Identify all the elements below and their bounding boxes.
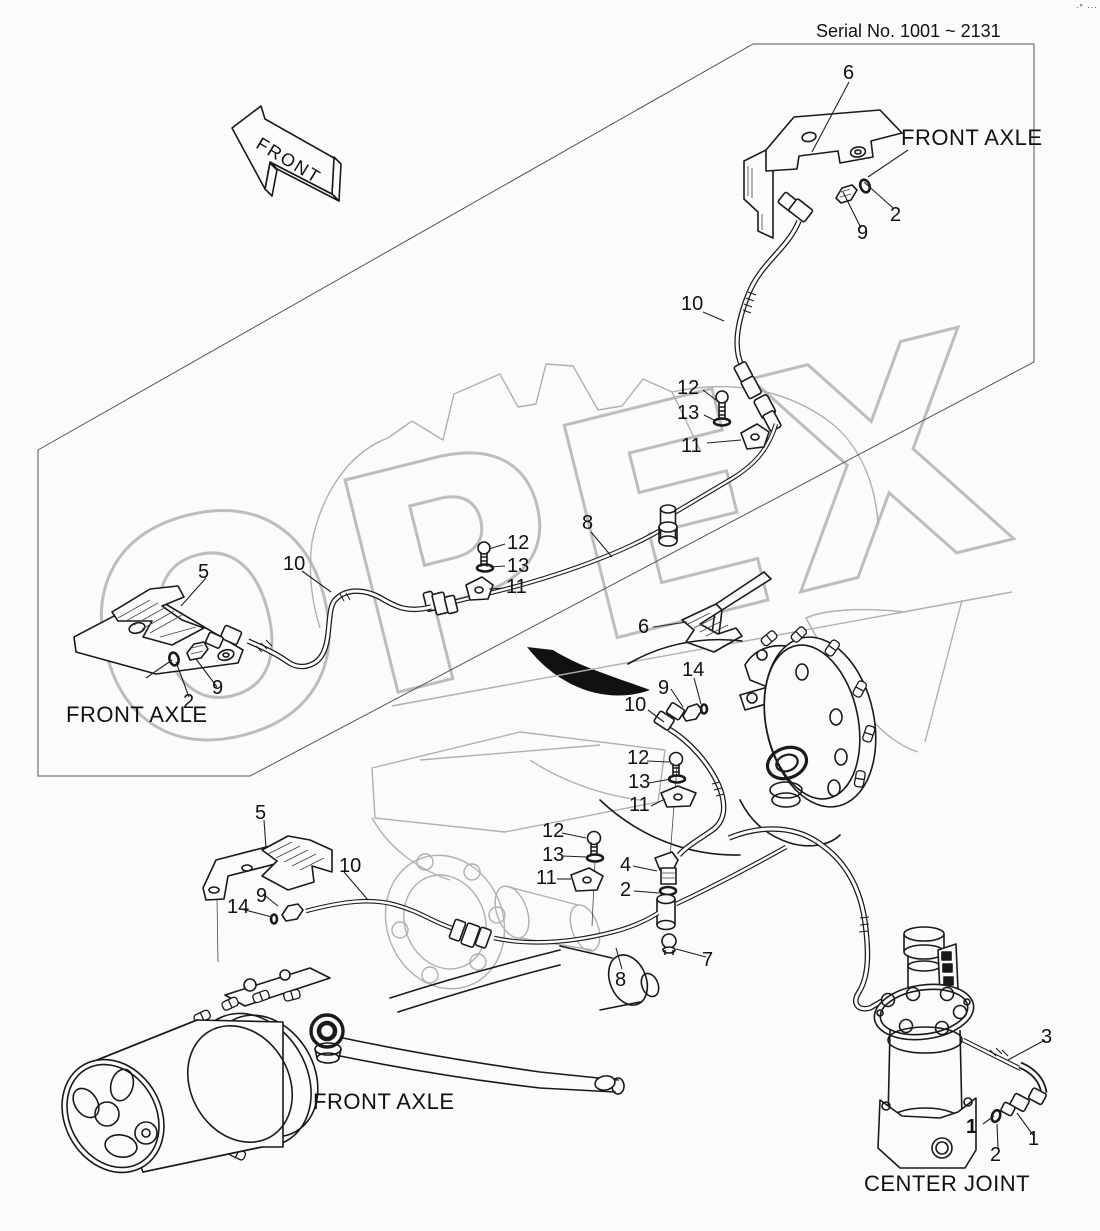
elbow-fitting-middle <box>653 702 686 731</box>
callout-3: 3 <box>1041 1026 1053 1048</box>
hose-10-middle <box>653 702 727 857</box>
tee-junction-lower <box>656 893 676 931</box>
callout-8-upper: 8 <box>582 512 594 534</box>
elbow-4-assembly <box>654 851 679 955</box>
fitting-1 <box>1000 1087 1047 1117</box>
clamp-set-axle-top <box>660 751 697 885</box>
pipe-3-assembly <box>961 1037 1048 1124</box>
clamp-set-midleft <box>465 541 495 601</box>
callout-13-midleft: 13 <box>507 555 530 577</box>
callout-2-middle: 2 <box>620 879 632 901</box>
callout-1: 1 <box>1028 1128 1040 1150</box>
callout-14-middle: 14 <box>682 659 705 681</box>
watermark-logo: OPEX <box>49 265 1044 833</box>
hose-10-top <box>733 178 872 432</box>
axle-knuckle-hub <box>599 626 877 856</box>
callout-4: 4 <box>620 854 632 876</box>
fitting-9-top <box>835 184 858 204</box>
serial-number-note: Serial No. 1001 ~ 2131 <box>816 21 1001 41</box>
bracket-5-bottom <box>202 835 333 963</box>
callout-10-left: 10 <box>283 553 306 575</box>
callout-10-middle: 10 <box>624 694 647 716</box>
callout-9-left: 9 <box>212 677 224 699</box>
callout-11-upper: 11 <box>681 435 702 457</box>
watermark-text: OPEX <box>51 266 1043 831</box>
label-front-axle-bottom: FRONT AXLE <box>313 1089 455 1114</box>
callout-13-upper: 13 <box>677 402 700 424</box>
callout-13-lower: 13 <box>542 844 565 866</box>
pipe-coupler-left <box>422 590 459 616</box>
callout-1-bold: 1 <box>966 1116 978 1138</box>
callout-8-lower: 8 <box>615 969 627 991</box>
oring-2-top <box>858 178 872 194</box>
callout-6-top: 6 <box>843 62 855 84</box>
center-joint-assembly <box>873 926 1048 1169</box>
elbow-fitting-left <box>205 624 243 649</box>
plug-7 <box>661 933 677 955</box>
callout-9-top: 9 <box>857 222 869 244</box>
tee-junction-upper <box>658 504 678 547</box>
front-axle-assembly <box>61 945 660 1174</box>
callout-2-top: 2 <box>890 204 902 226</box>
bracket-6-top <box>743 109 903 239</box>
callout-12-midleft: 12 <box>507 532 530 554</box>
callout-12-axle: 12 <box>627 747 650 769</box>
callout-2-left: 2 <box>183 691 195 713</box>
callout-10-top: 10 <box>681 293 704 315</box>
pipe-8-lower <box>269 844 788 949</box>
fitting-9-middle <box>682 703 703 722</box>
callout-12-upper: 12 <box>677 377 700 399</box>
callout-5-left: 5 <box>198 561 210 583</box>
clamp-set-lower-left <box>570 830 605 927</box>
callout-6-middle: 6 <box>638 616 650 638</box>
oring-2-left <box>168 651 180 667</box>
callout-11-midleft: 11 <box>506 576 527 598</box>
callout-14-bottom: 14 <box>227 896 250 918</box>
callout-10-bottom: 10 <box>339 855 362 877</box>
pipe-coupler-lower <box>448 918 492 949</box>
callout-9-bottom: 9 <box>256 885 268 907</box>
ghost-axle-housing <box>309 363 1013 990</box>
oring-14-middle <box>699 703 709 715</box>
page-corner-mark: ·° ··· <box>1076 3 1099 12</box>
elbow-fitting-top <box>777 191 814 223</box>
label-center-joint: CENTER JOINT <box>864 1171 1031 1196</box>
oring-14-bottom <box>269 913 279 925</box>
front-arrow: FRONT <box>231 105 342 202</box>
label-front-axle-left: FRONT AXLE <box>66 702 208 727</box>
clamp-set-upper <box>712 390 770 450</box>
callout-11-axle: 11 <box>629 794 650 816</box>
callout-7: 7 <box>702 949 714 971</box>
leader-lines <box>145 81 1046 1149</box>
callout-12-lower: 12 <box>542 820 565 842</box>
hose-to-center-joint <box>727 826 884 1012</box>
fitting-9-bottom <box>281 903 304 922</box>
callout-2-bottom: 2 <box>990 1144 1002 1166</box>
callout-11-lower: 11 <box>536 867 557 889</box>
callout-13-axle: 13 <box>628 771 651 793</box>
watermark-swoosh <box>527 647 650 696</box>
fitting-9-left <box>186 641 209 661</box>
hose-10-left <box>168 588 432 670</box>
callout-9-middle: 9 <box>658 677 670 699</box>
pipe-8-upper <box>422 423 779 616</box>
border-frame <box>37 43 1035 777</box>
label-front-axle-top: FRONT AXLE <box>901 125 1043 150</box>
callout-5-bottom: 5 <box>255 802 267 824</box>
oring-2-center-joint <box>990 1108 1002 1124</box>
